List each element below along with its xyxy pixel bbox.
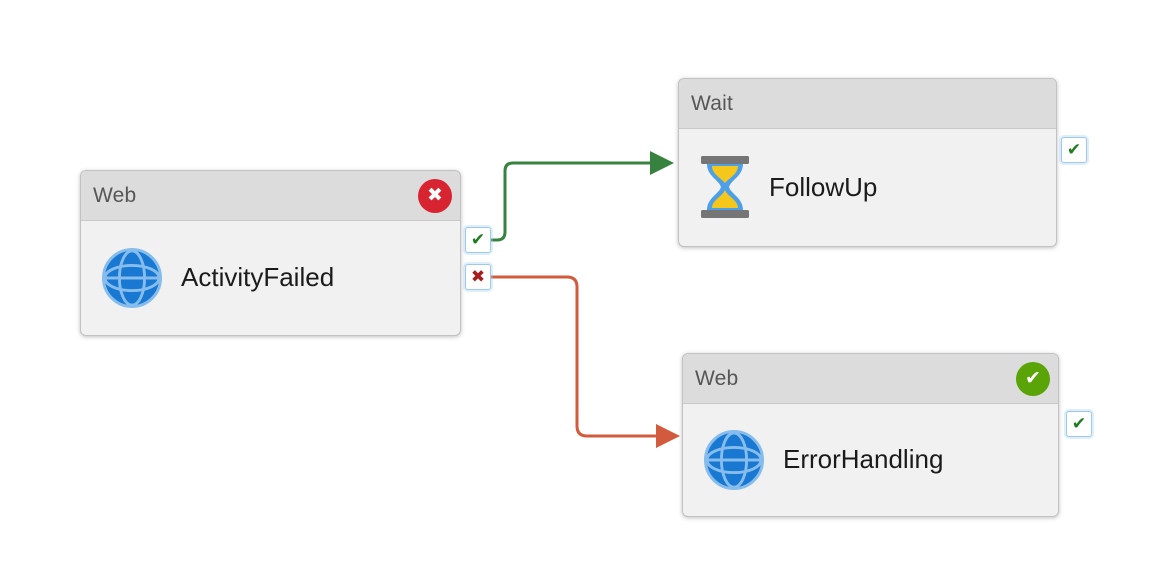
output-port-success[interactable]: ✔ xyxy=(1066,411,1092,437)
node-header: Web ✖ xyxy=(81,171,460,221)
x-icon: ✖ xyxy=(427,184,443,206)
activity-node-followup[interactable]: Wait FollowUp xyxy=(678,78,1057,247)
check-icon: ✔ xyxy=(1071,413,1087,434)
x-icon: ✖ xyxy=(470,266,486,287)
output-port-success[interactable]: ✔ xyxy=(465,227,491,253)
arrowhead-success-icon xyxy=(650,151,674,175)
connector-failure[interactable] xyxy=(489,275,680,448)
output-port-failure[interactable]: ✖ xyxy=(465,264,491,290)
node-body: ErrorHandling xyxy=(683,404,1058,515)
hourglass-icon xyxy=(699,156,751,218)
connector-success[interactable] xyxy=(489,151,674,242)
check-icon: ✔ xyxy=(1066,139,1082,160)
status-succeeded-badge: ✔ xyxy=(1016,361,1050,396)
output-port-success[interactable]: ✔ xyxy=(1061,137,1087,163)
node-header: Web ✔ xyxy=(683,354,1058,404)
activity-name: ActivityFailed xyxy=(181,262,335,292)
check-icon: ✔ xyxy=(470,229,486,250)
node-body: ActivityFailed xyxy=(81,221,460,334)
node-body: FollowUp xyxy=(679,129,1056,245)
status-failed-badge: ✖ xyxy=(418,178,452,213)
globe-icon xyxy=(703,429,765,491)
activity-node-activityfailed[interactable]: Web ✖ ActivityFailed xyxy=(80,170,461,336)
activity-name: ErrorHandling xyxy=(783,444,944,474)
check-icon: ✔ xyxy=(1025,367,1041,389)
activity-node-errorhandling[interactable]: Web ✔ ErrorHandling xyxy=(682,353,1059,517)
activity-type-label: Web xyxy=(93,183,137,207)
activity-type-label: Web xyxy=(695,366,739,390)
node-header: Wait xyxy=(679,79,1056,129)
arrowhead-failure-icon xyxy=(656,424,680,448)
activity-name: FollowUp xyxy=(769,171,878,202)
globe-icon xyxy=(101,247,163,309)
activity-type-label: Wait xyxy=(691,91,734,115)
